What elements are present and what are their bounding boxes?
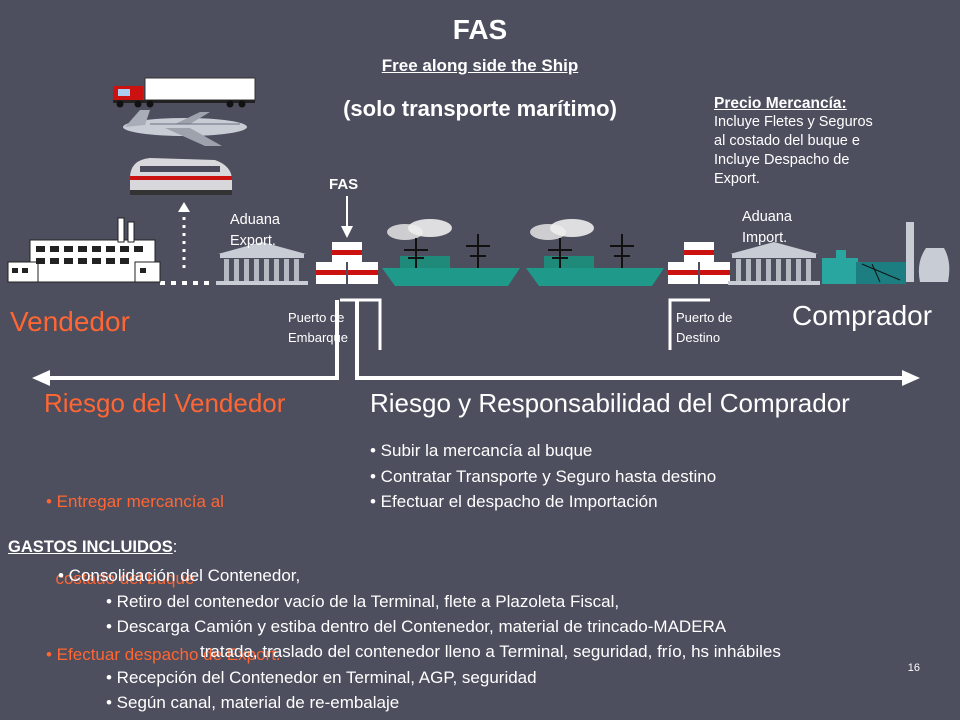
seller-risk-item: • Entregar mercancía al — [46, 492, 224, 511]
industrial-plant-icon — [822, 222, 950, 284]
airplane-icon — [123, 110, 247, 146]
aduana-export-line: Aduana — [230, 212, 280, 228]
cargo-boxes-left-icon — [316, 242, 378, 284]
customs-building-export-icon — [216, 242, 308, 285]
ship-icon-1 — [382, 219, 520, 286]
port-bracket-lines — [340, 298, 710, 350]
buyer-risk-item: • Contratar Transporte y Seguro hasta de… — [370, 466, 717, 486]
seller-risk-item: costado del buque — [46, 568, 195, 588]
page-number: 16 — [907, 662, 920, 674]
precio-mercancia-box: Precio Mercancía: Incluye Fletes y Segur… — [714, 94, 944, 189]
buyer-risk-item: • Efectuar el despacho de Importación — [370, 492, 658, 511]
gastos-item: • Según canal, material de re-embalaje — [106, 693, 400, 712]
buyer-risk-list: • Subir la mercancía al buque • Contrata… — [370, 438, 716, 515]
comprador-label: Comprador — [792, 300, 933, 331]
customs-building-import-icon — [728, 242, 820, 285]
aduana-export-line: Export. — [230, 233, 276, 249]
precio-heading: Precio Mercancía: — [714, 95, 847, 112]
truck-icon — [113, 77, 256, 108]
seller-risk-item: • Efectuar despacho de Export. — [46, 645, 281, 664]
aduana-import-label: Aduana Import. — [742, 207, 792, 249]
aduana-import-line: Aduana — [742, 209, 792, 225]
gastos-item: • Descarga Camión y estiba dentro del Co… — [106, 617, 727, 636]
puerto-embarque-line: Puerto de — [288, 310, 345, 325]
gastos-item: • Retiro del contenedor vacío de la Term… — [106, 592, 620, 611]
buyer-risk-item: • Subir la mercancía al buque — [370, 441, 593, 460]
seller-risk-title: Riesgo del Vendedor — [44, 388, 286, 418]
ship-icon-2 — [526, 219, 664, 286]
dotted-arrow-up — [160, 202, 210, 285]
precio-line: Incluye Despacho de — [714, 152, 850, 168]
puerto-embarque-label: Puerto de Embarque — [288, 308, 348, 348]
fas-marker-arrow — [341, 196, 353, 238]
gastos-heading: GASTOS INCLUIDOS: — [8, 538, 177, 557]
gastos-item: • Recepción del Contenedor en Terminal, … — [106, 668, 537, 687]
precio-line: al costado del buque e — [714, 133, 860, 149]
aduana-import-line: Import. — [742, 230, 788, 246]
factory-icon — [7, 217, 161, 283]
puerto-destino-line: Destino — [676, 330, 721, 345]
gastos-item: • Consolidación del Contenedor, — [58, 566, 301, 585]
gastos-heading-colon: : — [172, 538, 178, 556]
precio-line: Incluye Fletes y Seguros — [714, 114, 873, 130]
cargo-boxes-right-icon — [668, 242, 730, 284]
page-subtitle: Free along side the Ship — [381, 56, 579, 75]
vendedor-label: Vendedor — [10, 306, 130, 337]
precio-line: Export. — [714, 171, 760, 187]
puerto-destino-label: Puerto de Destino — [676, 308, 732, 348]
risk-arrows — [32, 300, 920, 386]
fas-marker-label: FAS — [329, 176, 359, 193]
train-icon — [130, 158, 232, 195]
seller-risk-list: • Entregar mercancía al costado del buqu… — [46, 438, 281, 693]
gastos-item-continuation: tratada, traslado del contenedor lleno a… — [200, 642, 781, 661]
puerto-embarque-line: Embarque — [288, 330, 348, 345]
puerto-destino-line: Puerto de — [676, 310, 733, 325]
aduana-export-label: Aduana Export. — [230, 210, 280, 252]
buyer-risk-title: Riesgo y Responsabilidad del Comprador — [370, 388, 850, 418]
page-title: FAS — [452, 14, 508, 45]
gastos-heading-text: GASTOS INCLUIDOS — [8, 538, 173, 556]
page-subtitle-note: (solo transporte marítimo) — [343, 96, 617, 121]
